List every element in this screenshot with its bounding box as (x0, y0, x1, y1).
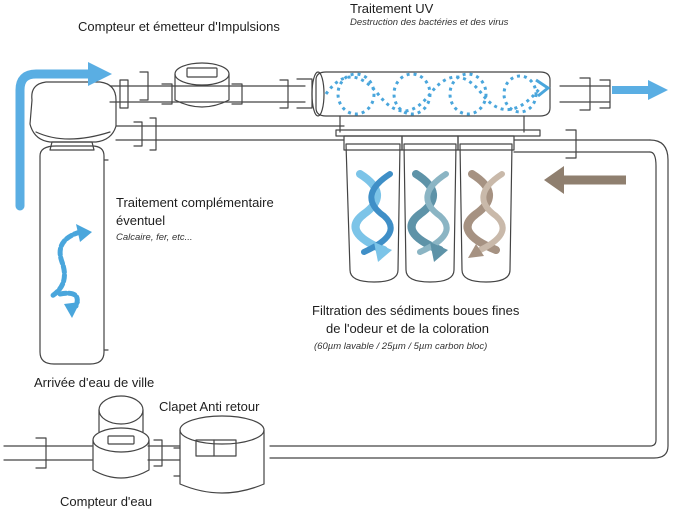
filtration-title-line1: Filtration des sédiments boues fines (312, 303, 520, 318)
filtration-subtitle: (60µm lavable / 25µm / 5µm carbon bloc) (314, 341, 488, 352)
cartridge-swirl-head (76, 224, 92, 242)
cartridge-swirl (49, 229, 83, 309)
check-valve-label: Clapet Anti retour (159, 399, 260, 414)
filter-head (29, 81, 117, 143)
filter-flow-2 (407, 170, 450, 255)
uv-unit (311, 71, 611, 137)
uv-spiral (324, 72, 542, 116)
uv-subtitle: Destruction des bactéries et des virus (350, 17, 509, 28)
complement-subtitle: Calcaire, fer, etc... (116, 232, 193, 243)
filtration-title-line2: de l'odeur et de la coloration (326, 321, 489, 336)
filter-housings (343, 129, 651, 283)
complement-cartridge (39, 141, 109, 365)
return-arrowhead (544, 166, 564, 194)
arrival-label: Arrivée d'eau de ville (34, 375, 155, 390)
water-meter-icon (92, 395, 150, 479)
return-pipe (269, 139, 669, 459)
complement-title-line1: Traitement complémentaire (116, 195, 274, 210)
flow-arrow-left (15, 69, 97, 211)
uv-spiral-arrowhead (535, 78, 551, 98)
middle-pipe (115, 125, 345, 141)
filter-flow-1-head (374, 242, 392, 262)
check-valve-icon (173, 415, 265, 494)
filter-flow-3 (463, 170, 506, 255)
flow-arrowhead-left (88, 62, 112, 86)
filter-flow-2-head (430, 242, 448, 262)
cartridge-swirl-tail (64, 302, 80, 318)
filter-flow-1 (351, 170, 394, 255)
outlet-arrowhead (648, 80, 668, 100)
complement-title-line2: éventuel (116, 213, 166, 228)
uv-title: Traitement UV (350, 1, 434, 16)
water-meter-label: Compteur d'eau (60, 494, 153, 509)
filter-flow-3-head (468, 244, 484, 258)
bottom-pipe (3, 437, 181, 469)
pulse-meter-icon (161, 62, 243, 108)
pulse-meter-label: Compteur et émetteur d'Impulsions (78, 19, 280, 34)
